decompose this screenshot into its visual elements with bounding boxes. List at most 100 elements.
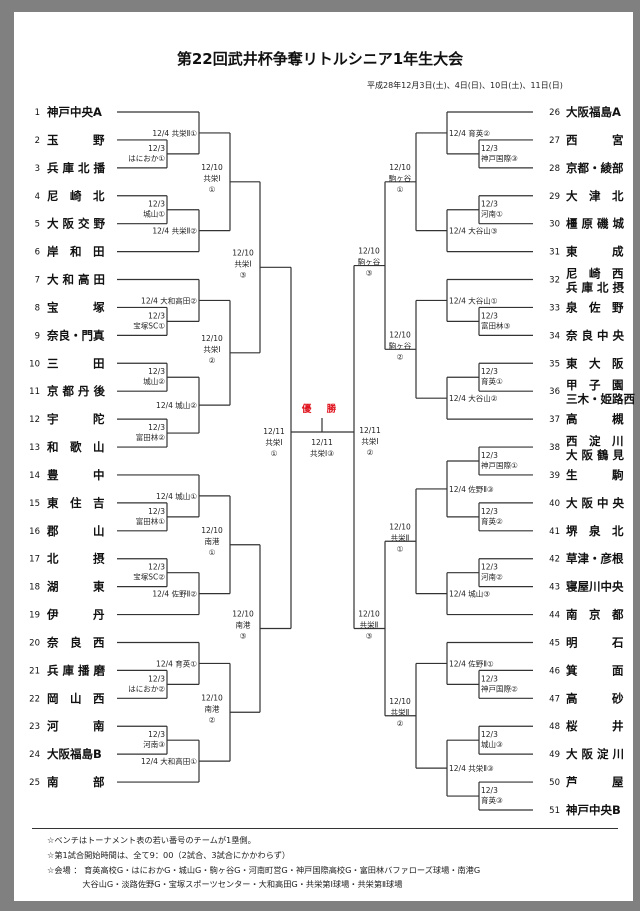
team-name: 大阪福島B <box>47 747 102 761</box>
bracket-lines <box>117 111 533 811</box>
match-label: 12/4 育英② <box>449 128 490 138</box>
team-number: 21 <box>29 666 40 676</box>
match-date: 12/3 <box>148 563 165 572</box>
match-label: 12/4 育英① <box>156 658 197 668</box>
match-number: ② <box>209 356 216 365</box>
team-number: 43 <box>549 583 560 593</box>
match-label: 12/4 佐野Ⅱ① <box>449 658 494 668</box>
match-number: ③ <box>366 269 373 278</box>
match-date: 12/3 <box>148 144 165 153</box>
team-number: 3 <box>35 164 40 174</box>
page-title: 第22回武井杯争奪リトルシニア1年生大会 <box>176 50 464 68</box>
team-name-2: 大 阪 鶴 見 <box>566 448 625 462</box>
match-venue: 河南① <box>481 209 503 219</box>
champion-label: 優 勝 <box>301 403 342 415</box>
team-name: 東 住 吉 <box>47 496 105 510</box>
team-number: 13 <box>29 443 40 453</box>
team-number: 34 <box>549 331 560 341</box>
team-number: 17 <box>29 555 40 565</box>
match-venue: 駒ヶ谷 <box>358 257 381 267</box>
match-date: 12/3 <box>481 311 498 320</box>
match-label: 12/4 城山② <box>156 400 197 410</box>
team-number: 29 <box>549 192 560 202</box>
team-number: 8 <box>35 303 40 313</box>
match-venue: 駒ヶ谷 <box>389 340 412 350</box>
team-name: 豊 中 <box>47 468 105 482</box>
match-venue: 富田林① <box>136 516 165 526</box>
match-date: 12/3 <box>481 144 498 153</box>
team-name: 大 阪 中 央 <box>566 496 625 510</box>
team-name: 甲 子 園 <box>566 378 624 392</box>
team-number: 49 <box>549 750 560 760</box>
team-name: 宝 塚 <box>47 300 105 314</box>
team-number: 1 <box>35 108 40 118</box>
match-label: 12/4 共栄Ⅱ① <box>152 128 197 138</box>
team-number: 31 <box>549 248 560 258</box>
team-number: 33 <box>549 303 560 313</box>
team-name: 生 駒 <box>566 468 624 482</box>
team-number: 20 <box>29 638 40 648</box>
match-date: 12/10 <box>201 163 223 172</box>
team-number: 44 <box>549 611 560 621</box>
team-number: 28 <box>549 164 560 174</box>
match-label: 12/4 大谷山① <box>449 295 498 305</box>
match-date: 12/11 <box>263 427 285 436</box>
team-number: 35 <box>549 359 560 369</box>
match-date: 12/10 <box>232 610 254 619</box>
match-date: 12/10 <box>201 334 223 343</box>
team-number: 12 <box>29 415 40 425</box>
match-date: 12/3 <box>481 674 498 683</box>
match-label: 12/4 佐野Ⅱ③ <box>449 484 494 494</box>
match-label: 12/4 城山③ <box>449 589 490 599</box>
match-label: 12/4 大和高田② <box>141 295 197 305</box>
team-number: 26 <box>549 108 560 118</box>
match-number: ② <box>397 352 404 361</box>
team-number: 45 <box>549 638 560 648</box>
match-number: ② <box>397 719 404 728</box>
match-date: 12/3 <box>148 367 165 376</box>
team-name: 郡 山 <box>46 524 105 538</box>
team-name: 堺 泉 北 <box>566 524 624 538</box>
team-name: 明 石 <box>566 635 624 649</box>
team-number: 15 <box>29 499 40 509</box>
match-number: ① <box>397 544 404 553</box>
team-name: 大 和 高 田 <box>47 273 105 287</box>
team-name: 西 宮 <box>566 133 624 147</box>
match-venue: 南港 <box>205 536 220 546</box>
final-date: 12/11 <box>311 438 333 447</box>
team-name: 芦 屋 <box>566 775 624 789</box>
team-name: 岸 和 田 <box>47 245 105 259</box>
match-date: 12/10 <box>389 163 411 172</box>
team-number: 6 <box>35 248 40 258</box>
bracket-sheet <box>14 12 633 901</box>
match-number: ③ <box>366 632 373 641</box>
team-number: 32 <box>549 276 560 286</box>
match-date: 12/3 <box>481 563 498 572</box>
match-date: 12/3 <box>148 311 165 320</box>
team-name: 大 阪 交 野 <box>47 217 106 231</box>
match-number: ① <box>397 185 404 194</box>
match-venue: 育英③ <box>481 795 503 805</box>
team-name: 尼 崎 北 <box>47 189 105 203</box>
match-date: 12/3 <box>148 423 165 432</box>
match-venue: 共栄Ⅰ <box>234 258 251 268</box>
team-name: 宇 陀 <box>47 412 105 426</box>
match-date: 12/10 <box>358 247 380 256</box>
team-name: 泉 佐 野 <box>565 300 624 314</box>
match-venue: 共栄Ⅱ <box>360 620 379 630</box>
team-number: 47 <box>549 694 560 704</box>
notes-divider <box>32 828 618 829</box>
team-name: 伊 丹 <box>46 608 105 622</box>
match-date: 12/3 <box>481 730 498 739</box>
note-bench: ☆ベンチはトーナメント表の若い番号のチームが1塁側。 <box>47 835 256 845</box>
team-number: 7 <box>35 276 40 286</box>
team-name: 兵 庫 播 磨 <box>47 663 106 677</box>
match-venue: 城山② <box>143 376 165 386</box>
team-number: 25 <box>29 778 40 788</box>
team-name: 桜 井 <box>566 719 624 733</box>
match-label: 12/4 共栄Ⅱ② <box>152 226 197 236</box>
team-number: 4 <box>35 192 40 202</box>
match-venue: 河南③ <box>143 739 165 749</box>
